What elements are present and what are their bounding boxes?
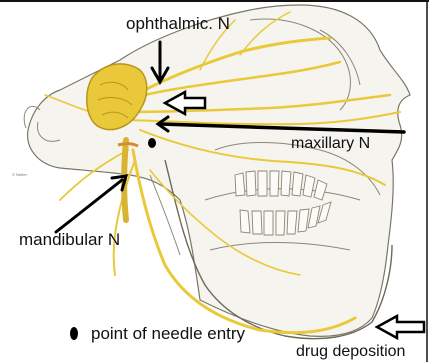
legend-needle-entry-label: point of needle entry	[91, 324, 245, 344]
ophthalmic-nerve-label: ophthalmic. N	[126, 14, 230, 34]
legend-dot-icon	[70, 327, 78, 340]
drug-deposition-label: drug deposition	[296, 343, 405, 361]
maxillary-nerve-label: maxillary N	[291, 135, 370, 153]
svg-text:© Netter: © Netter	[12, 172, 28, 177]
needle-entry-point	[148, 138, 156, 148]
mandibular-nerve-label: mandibular N	[19, 230, 120, 250]
